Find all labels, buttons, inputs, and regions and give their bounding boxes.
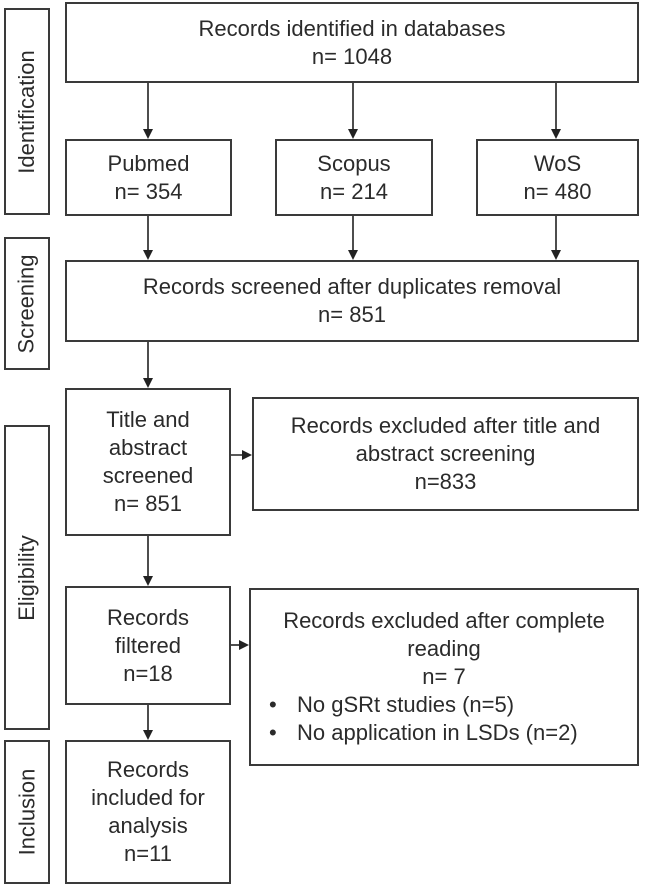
box-pubmed: Pubmed n= 354 xyxy=(65,139,232,216)
records-filtered-line1: Records xyxy=(107,604,189,630)
box-scopus: Scopus n= 214 xyxy=(275,139,433,216)
box-records-filtered: Records filtered n=18 xyxy=(65,586,231,705)
records-identified-title: Records identified in databases xyxy=(198,15,506,41)
stage-screening: Screening xyxy=(4,237,50,370)
records-included-line1: Records xyxy=(107,757,189,782)
scopus-label: Scopus xyxy=(317,150,391,176)
box-records-identified: Records identified in databases n= 1048 xyxy=(65,2,639,83)
records-screened-count: n= 851 xyxy=(318,302,386,327)
records-filtered-count: n=18 xyxy=(123,660,173,686)
exclusion-bullet-1-text: No gSRt studies (n=5) xyxy=(297,692,515,717)
records-screened-title: Records screened after duplicates remova… xyxy=(142,274,562,299)
box-excluded-complete-reading: Records excluded after complete reading … xyxy=(249,588,639,766)
pubmed-label: Pubmed xyxy=(107,150,190,176)
records-included-count: n=11 xyxy=(124,841,172,866)
box-records-included: Records included for analysis n=11 xyxy=(65,740,231,884)
records-included-line3: analysis xyxy=(108,813,188,838)
title-abstract-line3: screened xyxy=(102,463,194,488)
box-title-abstract-screened: Title and abstract screened n= 851 xyxy=(65,388,231,536)
title-abstract-line1: Title and xyxy=(106,407,190,432)
box-records-screened: Records screened after duplicates remova… xyxy=(65,260,639,342)
stage-identification: Identification xyxy=(4,8,50,215)
scopus-count: n= 214 xyxy=(320,178,388,204)
exclusion-bullet-2-text: No application in LSDs (n=2) xyxy=(297,720,578,745)
stage-eligibility: Eligibility xyxy=(4,425,50,730)
excluded-reading-count: n= 7 xyxy=(422,664,466,689)
wos-count: n= 480 xyxy=(523,178,592,204)
exclusion-bullet-1: • No gSRt studies (n=5) xyxy=(251,691,637,719)
records-included-line2: included for xyxy=(91,785,205,810)
bullet-dot: • xyxy=(269,692,277,717)
excluded-title-line1: Records excluded after title and xyxy=(290,413,601,438)
excluded-title-count: n=833 xyxy=(414,469,477,494)
exclusion-bullet-2: • No application in LSDs (n=2) xyxy=(251,719,637,747)
excluded-reading-line1: Records excluded after complete xyxy=(283,608,605,633)
excluded-reading-line2: reading xyxy=(407,636,481,661)
records-identified-count: n= 1048 xyxy=(311,43,393,69)
box-wos: WoS n= 480 xyxy=(476,139,639,216)
title-abstract-count: n= 851 xyxy=(114,491,182,516)
records-filtered-line2: filtered xyxy=(114,632,182,658)
pubmed-count: n= 354 xyxy=(114,178,183,204)
box-excluded-title-abstract: Records excluded after title and abstrac… xyxy=(252,397,639,511)
stage-inclusion: Inclusion xyxy=(4,740,50,884)
wos-label: WoS xyxy=(533,150,582,176)
excluded-title-line2: abstract screening xyxy=(355,441,536,466)
bullet-dot: • xyxy=(269,720,277,745)
title-abstract-line2: abstract xyxy=(108,435,188,460)
